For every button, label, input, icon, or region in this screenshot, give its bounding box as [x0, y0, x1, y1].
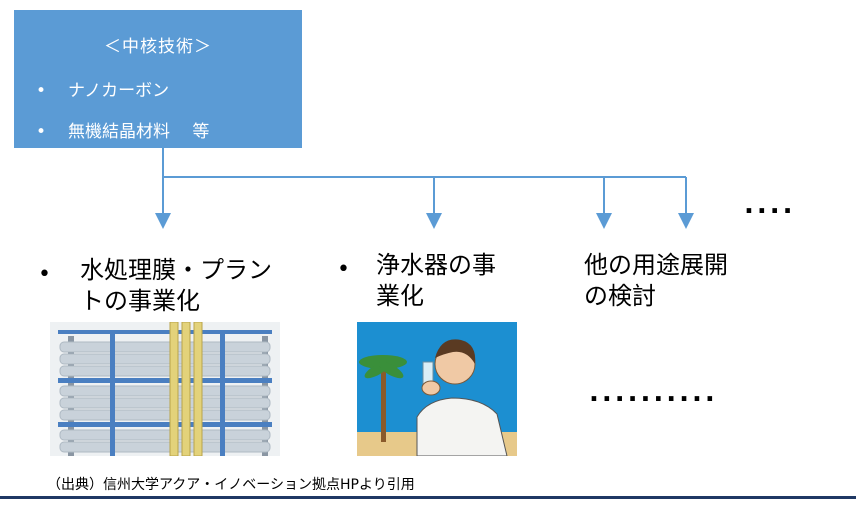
- application-line: の検討: [584, 282, 656, 310]
- water-treatment-plant-image: [50, 322, 280, 456]
- ellipsis-top: ....: [744, 190, 796, 220]
- application-line: 他の用途展開: [584, 251, 728, 279]
- core-item-label: ナノカーボン: [68, 81, 170, 101]
- application-line: 浄水器の事: [376, 251, 496, 279]
- bullet-dot: •: [36, 122, 47, 142]
- core-item-label: 無機結晶材料 等: [68, 122, 210, 142]
- arrow-head-other-2: [678, 213, 694, 229]
- arrow-head-water-plant: [155, 213, 171, 229]
- source-caption: （出典）信州大学アクア・イノベーション拠点HPより引用: [47, 477, 415, 493]
- person-drinking-water-image: [357, 322, 517, 456]
- application-water-treatment: 水処理膜・プラン トの事業化: [80, 255, 272, 317]
- core-item-inorganic-crystal: • 無機結晶材料 等: [36, 117, 209, 142]
- application-water-purifier: 浄水器の事 業化: [376, 250, 496, 312]
- bullet-dot: •: [38, 262, 51, 287]
- arrow-head-other-1: [596, 213, 612, 229]
- application-line: トの事業化: [80, 287, 200, 315]
- core-item-nanocarbon: • ナノカーボン: [36, 76, 169, 101]
- application-other-uses: 他の用途展開 の検討: [584, 250, 728, 312]
- arrow-head-purifier: [426, 213, 442, 229]
- application-line: 業化: [376, 282, 424, 310]
- bullet-dot: •: [36, 81, 47, 101]
- application-line: 水処理膜・プラン: [80, 256, 272, 284]
- bullet-dot: •: [337, 257, 350, 282]
- bottom-divider: [0, 496, 856, 499]
- core-technology-box: ＜中核技術＞ • ナノカーボン • 無機結晶材料 等: [14, 10, 302, 148]
- core-technology-title: ＜中核技術＞: [104, 37, 212, 57]
- ellipsis-bottom: ..........: [589, 378, 718, 408]
